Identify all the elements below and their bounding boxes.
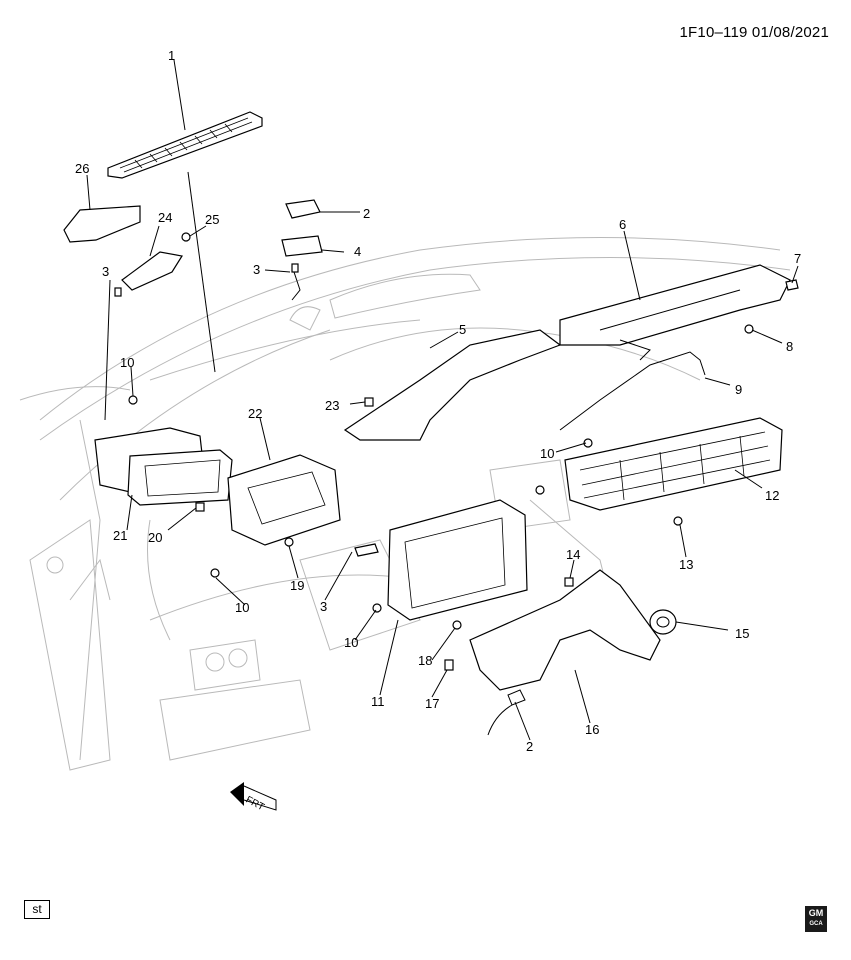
left-air-outlet	[94, 427, 233, 506]
callout-26: 26	[75, 161, 89, 176]
callout-4: 4	[354, 244, 361, 259]
callout-3: 3	[102, 264, 109, 279]
callout-3: 3	[253, 262, 260, 277]
callout-17: 17	[425, 696, 439, 711]
callout-10: 10	[235, 600, 249, 615]
sheet-code-box: st	[24, 900, 50, 919]
callout-labels: 1 2 2 3 3 3 4 5 6 7 8 9 10 10 10 10 11 1…	[75, 48, 801, 754]
front-label: FRT	[244, 794, 266, 813]
callout-2: 2	[526, 739, 533, 754]
sensor-bracket-part	[121, 251, 183, 291]
callout-3: 3	[320, 599, 327, 614]
callout-24: 24	[158, 210, 172, 225]
callout-22: 22	[248, 406, 262, 421]
callout-5: 5	[459, 322, 466, 337]
callout-18: 18	[418, 653, 432, 668]
screw-25-icon	[181, 232, 191, 242]
callout-16: 16	[585, 722, 599, 737]
cluster-bracket-part	[343, 329, 562, 441]
callout-21: 21	[113, 528, 127, 543]
trim-cap-part	[63, 205, 141, 243]
callout-19: 19	[290, 578, 304, 593]
callout-12: 12	[765, 488, 779, 503]
callout-9: 9	[735, 382, 742, 397]
screw-13-icon	[673, 516, 683, 526]
callout-14: 14	[566, 547, 580, 562]
callout-7: 7	[794, 251, 801, 266]
ignition-switch	[649, 609, 677, 635]
dashboard-outline	[19, 237, 791, 771]
callout-25: 25	[205, 212, 219, 227]
front-direction-marker: FRT	[230, 782, 277, 813]
callout-10: 10	[540, 446, 554, 461]
callout-8: 8	[786, 339, 793, 354]
callout-15: 15	[735, 626, 749, 641]
gm-logo: GM GCA	[805, 906, 827, 932]
cluster-bezel	[227, 454, 341, 546]
instrument-cluster	[387, 499, 528, 621]
column-cover-part	[469, 569, 661, 691]
callout-6: 6	[619, 217, 626, 232]
upper-carrier-part	[559, 264, 791, 346]
diagram-reference-code: 1F10–119 01/08/2021	[679, 24, 829, 41]
defroster-grille	[107, 111, 263, 179]
callout-13: 13	[679, 557, 693, 572]
callout-11: 11	[371, 694, 385, 709]
bracket-9-part	[559, 351, 706, 431]
callout-1: 1	[168, 48, 175, 63]
callout-10: 10	[120, 355, 134, 370]
leader-lines	[86, 59, 799, 741]
sunload-sensor-part	[285, 199, 321, 219]
sensor-bezel-part	[281, 235, 323, 257]
callout-23: 23	[325, 398, 339, 413]
gm-logo-text: GM	[808, 908, 824, 918]
callout-2: 2	[363, 206, 370, 221]
callout-20: 20	[148, 530, 162, 545]
callout-10: 10	[344, 635, 358, 650]
gm-logo-sub: GCA	[809, 921, 823, 927]
center-air-outlet	[564, 417, 783, 511]
bolt-8-icon	[744, 324, 754, 334]
